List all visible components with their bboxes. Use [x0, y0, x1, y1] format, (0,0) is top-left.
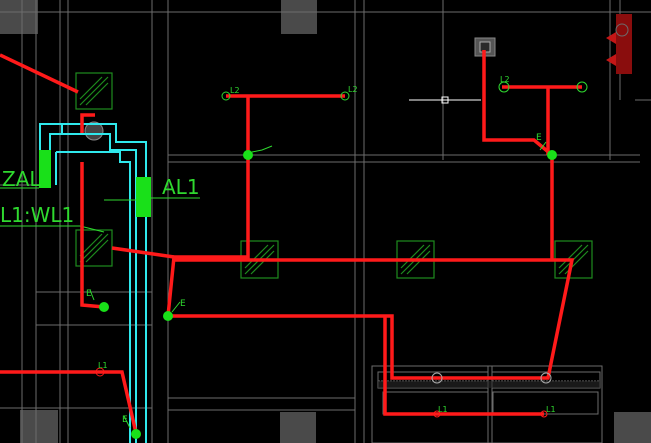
- cable-tray: [39, 123, 147, 443]
- panel-zal[interactable]: [39, 150, 51, 188]
- device-circle: [431, 372, 443, 384]
- annotation-leaders: [0, 187, 200, 233]
- device-circle: [95, 367, 105, 377]
- hatched-device: [84, 121, 104, 141]
- circuit-label-wl1: L1:WL1: [0, 203, 74, 227]
- column: [0, 0, 38, 34]
- tag-label: L2: [230, 86, 240, 95]
- switch-point[interactable]: [547, 150, 557, 160]
- device-circle: [540, 410, 548, 418]
- panel-label-zal: ZAL: [2, 167, 41, 191]
- column: [281, 0, 317, 34]
- switch-point[interactable]: [99, 302, 109, 312]
- column: [280, 412, 316, 443]
- crosshair-cursor-icon: [409, 96, 481, 104]
- device-circle: [576, 81, 588, 93]
- tag-label: E: [122, 415, 128, 425]
- tag-label: E: [180, 299, 186, 309]
- tag-label: E: [536, 133, 542, 143]
- device-circle: [340, 91, 350, 101]
- device-circle: [540, 372, 552, 384]
- column: [20, 410, 58, 443]
- switch-points: [99, 150, 557, 439]
- tag-label: L2: [348, 85, 358, 94]
- light-fixture[interactable]: [75, 72, 113, 110]
- wiring-runs: [0, 50, 582, 434]
- tag-label: L1: [438, 405, 448, 414]
- panel-al1[interactable]: [136, 177, 151, 217]
- tag-label: L1: [546, 405, 556, 414]
- device-circle: [433, 410, 441, 418]
- switch-point[interactable]: [131, 429, 141, 439]
- light-fixtures: [75, 72, 593, 279]
- tag-label: L1: [98, 361, 108, 370]
- tag-label: L2: [500, 75, 510, 84]
- switch-ticks: [89, 141, 547, 429]
- red-wall-symbol: [606, 14, 632, 74]
- switch-point[interactable]: [243, 150, 253, 160]
- annotations: ZAL AL1 L1:WL1 L2 L2 L2 L1 L1 L1 E E E E: [0, 75, 556, 425]
- electrical-panels[interactable]: [39, 150, 151, 217]
- panel-label-al1: AL1: [162, 175, 200, 199]
- tag-label: E: [86, 289, 92, 299]
- switch-point[interactable]: [163, 311, 173, 321]
- column: [614, 412, 651, 443]
- equipment-room-hatch: [378, 381, 600, 388]
- device-circle: [221, 91, 231, 101]
- device-circle: [498, 81, 510, 93]
- device-circles: [95, 81, 588, 418]
